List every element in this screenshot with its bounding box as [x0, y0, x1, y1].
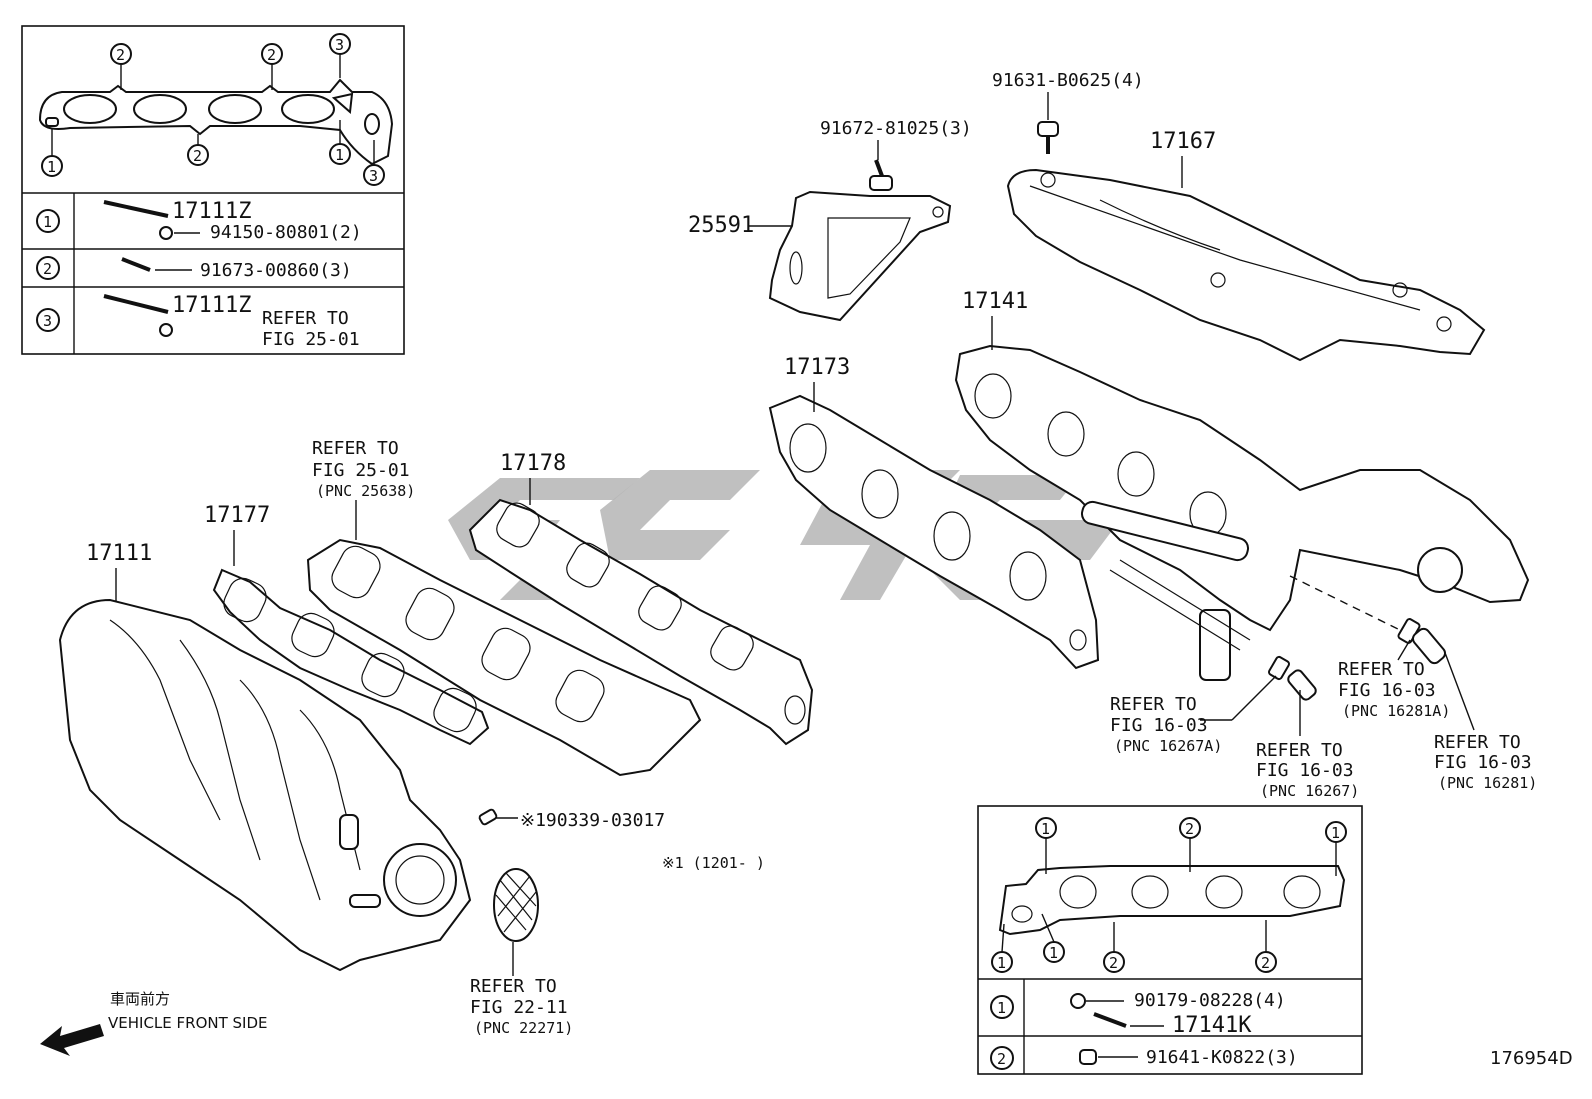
svg-text:1: 1 [997, 999, 1006, 1017]
svg-text:REFER TO: REFER TO [1434, 732, 1521, 753]
svg-text:1: 1 [997, 954, 1006, 972]
svg-text:車両前方: 車両前方 [110, 990, 170, 1008]
inset-intake-gasket: 2 2 3 1 2 1 3 1 17111Z 94150-80801(2) 2 … [21, 25, 405, 355]
svg-text:FIG 16-03: FIG 16-03 [1434, 752, 1532, 773]
svg-text:REFER TO: REFER TO [1256, 740, 1343, 761]
svg-text:1: 1 [1049, 944, 1058, 962]
svg-text:2: 2 [1109, 954, 1118, 972]
intake-manifold [58, 598, 472, 972]
bolt-91672: 91672-81025(3) [820, 118, 972, 191]
air-screen [493, 868, 539, 942]
svg-text:2: 2 [267, 46, 276, 64]
svg-text:(PNC 16267): (PNC 16267) [1260, 782, 1359, 800]
front-arrow-icon [40, 1024, 104, 1056]
document-id: 176954D [1490, 1048, 1573, 1069]
vehicle-front-indicator: 車両前方 VEHICLE FRONT SIDE [40, 990, 268, 1056]
svg-text:1: 1 [47, 158, 56, 176]
svg-text:1: 1 [1041, 820, 1050, 838]
svg-text:(PNC 16267A): (PNC 16267A) [1114, 737, 1222, 755]
inset-callouts: 2 2 3 1 2 1 3 [41, 33, 385, 186]
ref-16267: REFER TO FIG 16-03 (PNC 16267) [1256, 669, 1359, 800]
ref-16281: REFER TO FIG 16-03 (PNC 16281) [1411, 627, 1537, 792]
svg-text:REFER TO: REFER TO [1338, 659, 1425, 680]
inset-right-callouts: 1 2 1 1 1 2 2 [991, 817, 1347, 973]
svg-text:REFER TO: REFER TO [470, 976, 557, 997]
inset-exhaust-gasket: 1 2 1 1 1 2 2 1 90179-08228(4) 17141K 2 … [977, 805, 1363, 1075]
inset-right-row-1: 1 90179-08228(4) 17141K [990, 990, 1286, 1038]
svg-text:FIG 25-01: FIG 25-01 [312, 460, 410, 481]
gasket-17173 [768, 394, 1100, 670]
inset-left-row-3: 3 17111Z REFER TO FIG 25-01 [36, 293, 360, 350]
spacer-plate [306, 538, 702, 777]
svg-text:17111Z: 17111Z [172, 293, 251, 318]
svg-text:FIG 16-03: FIG 16-03 [1256, 760, 1354, 781]
svg-text:FIG 16-03: FIG 16-03 [1110, 715, 1208, 736]
svg-text:REFER TO: REFER TO [312, 438, 399, 459]
svg-text:FIG 16-03: FIG 16-03 [1338, 680, 1436, 701]
gasket-17177 [212, 568, 490, 746]
svg-text:91641-K0822(3): 91641-K0822(3) [1146, 1047, 1298, 1068]
svg-text:(PNC 25638): (PNC 25638) [316, 482, 415, 500]
bracket-25591 [768, 190, 952, 322]
label-17141: 17141 [962, 289, 1028, 314]
label-25591: 25591 [688, 213, 754, 238]
svg-text:VEHICLE FRONT SIDE: VEHICLE FRONT SIDE [108, 1014, 268, 1032]
ref-22-11: REFER TO FIG 22-11 (PNC 22271) [470, 942, 573, 1037]
svg-text:FIG 22-11: FIG 22-11 [470, 997, 568, 1018]
svg-text:17111Z: 17111Z [172, 199, 251, 224]
ref-16281A: REFER TO FIG 16-03 (PNC 16281A) [1289, 575, 1450, 720]
svg-text:91631-B0625(4): 91631-B0625(4) [992, 70, 1144, 91]
svg-text:90179-08228(4): 90179-08228(4) [1134, 990, 1286, 1011]
gasket-17178 [468, 498, 814, 746]
bolt-91631: 91631-B0625(4) [992, 70, 1144, 154]
label-17111: 17111 [86, 541, 152, 566]
inset-left-row-1: 1 17111Z 94150-80801(2) [36, 199, 362, 243]
svg-text:91672-81025(3): 91672-81025(3) [820, 118, 972, 139]
bolt-90339: ※190339-03017 [478, 808, 665, 831]
svg-text:※190339-03017: ※190339-03017 [520, 810, 665, 831]
svg-text:2: 2 [997, 1050, 1006, 1068]
svg-text:2: 2 [116, 46, 125, 64]
label-17167: 17167 [1150, 129, 1216, 154]
svg-text:94150-80801(2): 94150-80801(2) [210, 222, 362, 243]
svg-text:3: 3 [335, 36, 344, 54]
svg-text:2: 2 [43, 260, 52, 278]
exhaust-manifold-17141 [954, 344, 1530, 681]
svg-text:3: 3 [369, 167, 378, 185]
svg-text:3: 3 [43, 312, 52, 330]
svg-text:FIG 25-01: FIG 25-01 [262, 329, 360, 350]
ref-16267A: REFER TO FIG 16-03 (PNC 16267A) [1110, 655, 1290, 755]
svg-text:(PNC 16281A): (PNC 16281A) [1342, 702, 1450, 720]
svg-text:REFER TO: REFER TO [262, 308, 349, 329]
svg-text:1: 1 [1331, 824, 1340, 842]
svg-text:2: 2 [193, 147, 202, 165]
svg-text:(PNC 16281): (PNC 16281) [1438, 774, 1537, 792]
inset-right-row-2: 2 91641-K0822(3) [990, 1046, 1298, 1070]
svg-text:2: 2 [1261, 954, 1270, 972]
svg-text:1: 1 [335, 146, 344, 164]
label-17178: 17178 [500, 451, 566, 476]
label-17177: 17177 [204, 503, 270, 528]
svg-text:(PNC 22271): (PNC 22271) [474, 1019, 573, 1037]
svg-text:91673-00860(3): 91673-00860(3) [200, 260, 352, 281]
label-17173: 17173 [784, 355, 850, 380]
svg-text:2: 2 [1185, 820, 1194, 838]
ref-25-01: REFER TO FIG 25-01 (PNC 25638) [312, 438, 415, 540]
svg-text:REFER TO: REFER TO [1110, 694, 1197, 715]
svg-text:17141K: 17141K [1172, 1013, 1252, 1038]
svg-text:1: 1 [43, 213, 52, 231]
heat-insulator-17167 [1006, 168, 1486, 362]
footnote-1: ※1 (1201- ) [662, 854, 765, 872]
inset-left-row-2: 2 91673-00860(3) [36, 256, 352, 281]
